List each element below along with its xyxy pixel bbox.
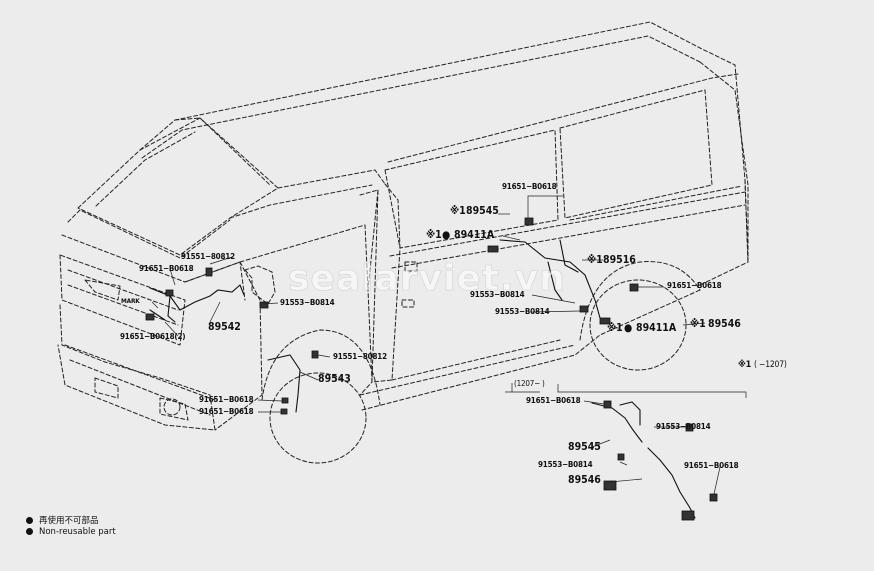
note-symbol-89411A-right: ※1	[607, 322, 623, 334]
inset-clip-3	[617, 453, 625, 461]
label-89545: 89545	[466, 205, 499, 217]
clip-front-4	[259, 301, 269, 309]
label-91551-mid: 91551−80812	[333, 352, 387, 361]
inset-sensor-2	[681, 510, 695, 521]
label-mark: MARK	[121, 297, 140, 305]
inset-label-91651-a: 91651−B0618	[526, 396, 581, 405]
label-91551-top: 91551−80812	[181, 252, 235, 261]
note-symbol-89411A: ※1	[426, 229, 442, 241]
clip-front-2	[165, 289, 174, 297]
windshield-outline	[77, 117, 279, 256]
label-89543: 89543	[318, 373, 351, 385]
inset-range: (1207− )	[514, 379, 545, 388]
label-91651-top: 91651−B0618	[502, 182, 557, 191]
note-symbol-89546: ※1	[690, 318, 706, 330]
label-89411A-right: 89411A	[636, 322, 677, 334]
inset-label-91553-a: 91553−B0814	[656, 422, 711, 431]
rear-harness-89516	[499, 239, 601, 319]
clip-rear-1	[524, 217, 534, 226]
watermark: sealarviet.vn	[288, 258, 566, 300]
inset-label-91553-b: 91553−B0814	[538, 460, 593, 469]
front-wheel	[269, 372, 367, 464]
label-89546: 89546	[708, 318, 741, 330]
label-89542: 89542	[208, 321, 241, 333]
label-91651-right: 91651−B0618	[667, 281, 722, 290]
non-reusable-dot-icon	[26, 528, 33, 535]
note-symbol-range: ※1	[738, 360, 752, 370]
note-range: ( −1207)	[754, 360, 787, 370]
label-89516: 89516	[603, 254, 636, 266]
lower-side-line	[361, 289, 701, 411]
inset-clip-1	[603, 400, 612, 409]
inset-harness-89546	[647, 447, 696, 519]
inset-label-91651-b: 91651−B0618	[684, 461, 739, 470]
label-91553-front: 91553−B0814	[280, 298, 335, 307]
note-symbol-89516: ※1	[587, 254, 603, 266]
front-sensor-89543	[267, 354, 301, 413]
note-symbol-89545: ※1	[450, 205, 466, 217]
front-hood	[67, 209, 231, 259]
fog-lamp	[163, 398, 181, 416]
legend-reuse-en: Non-reusable part	[26, 527, 116, 537]
side-window-1	[384, 129, 559, 249]
clip-89543	[311, 350, 319, 359]
side-window-2	[559, 89, 713, 219]
label-89411A: 89411A	[454, 229, 495, 241]
van-roof-outline	[139, 21, 749, 263]
clip-front-1	[145, 313, 155, 321]
non-reusable-dot-89411A-right: ●	[624, 322, 633, 334]
headlight-left	[84, 279, 121, 301]
inset-clip-4	[709, 493, 718, 502]
side-mirror	[244, 265, 276, 305]
grille	[59, 254, 186, 346]
non-reusable-dot-89411A: ●	[442, 229, 451, 241]
label-91651-low2: 91651−B0618	[199, 407, 254, 416]
label-91651-low1: 91651−B0618	[199, 395, 254, 404]
label-91651-front: 91651−B0618	[139, 264, 194, 273]
legend-reuse-en-text: Non-reusable part	[39, 527, 116, 537]
label-91553-mid2: 91553−B0814	[495, 307, 550, 316]
inset-label-89545: 89545	[568, 441, 601, 453]
bumper	[64, 344, 216, 416]
inset-label-89546: 89546	[568, 474, 601, 486]
label-91553-mid1: 91553−B0814	[470, 290, 525, 299]
inset-sensor-1	[603, 480, 617, 491]
label-91651-front2: 91651−B0618(2)	[120, 332, 186, 341]
front-wheel-arch	[261, 329, 381, 406]
legend-reuse-jp: 再使用不可部品	[26, 514, 99, 526]
inset-harness-89545	[591, 402, 643, 443]
inset-bracket	[505, 384, 747, 398]
non-reusable-dot-icon	[26, 517, 33, 524]
rear-wheel-arch	[579, 261, 701, 341]
van-roof-inner	[141, 35, 701, 159]
legend-reuse-jp-text: 再使用不可部品	[39, 516, 99, 526]
inset-clip-2	[685, 423, 694, 432]
clip-front-3	[205, 267, 213, 277]
front-harness-89542	[149, 284, 245, 311]
